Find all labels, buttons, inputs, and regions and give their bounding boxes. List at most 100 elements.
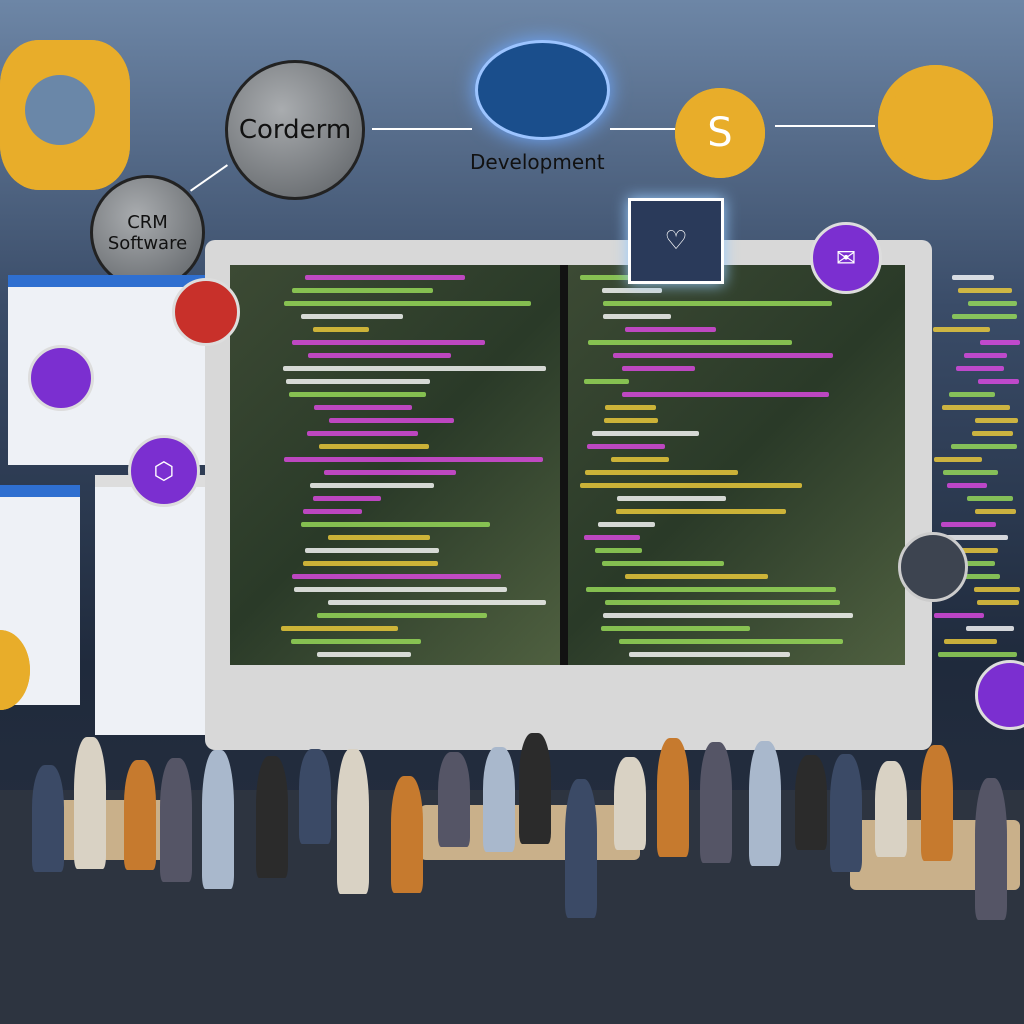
code-line <box>595 548 642 553</box>
code-line <box>615 509 787 514</box>
code-line <box>308 353 452 358</box>
person <box>699 742 732 864</box>
person <box>830 754 862 872</box>
code-line <box>289 392 427 397</box>
code-line <box>584 535 641 540</box>
code-line <box>956 366 1004 371</box>
code-line <box>966 626 1015 631</box>
code-line <box>312 496 381 501</box>
code-line <box>616 496 726 501</box>
heart-window-icon: ♡ <box>628 198 724 284</box>
code-line <box>932 327 991 332</box>
person <box>160 757 193 882</box>
code-line <box>952 275 995 280</box>
monitor-screen <box>230 265 905 665</box>
gear-hole <box>25 75 95 145</box>
code-line <box>307 431 418 436</box>
person <box>256 756 289 878</box>
code-line <box>604 418 659 423</box>
code-line <box>619 639 843 644</box>
crm-bubble: CRM Software <box>90 175 205 290</box>
code-line <box>328 600 546 605</box>
code-line <box>587 340 792 345</box>
code-pane-left <box>230 265 560 665</box>
folder-icon <box>975 660 1024 730</box>
person <box>391 776 424 894</box>
connector <box>190 164 229 192</box>
network-icon <box>172 278 240 346</box>
user-icon <box>475 40 610 140</box>
code-line <box>586 587 837 592</box>
connector <box>775 125 875 127</box>
code-line <box>324 470 457 475</box>
code-line <box>597 522 656 527</box>
person <box>483 747 516 853</box>
person <box>875 760 908 857</box>
s-label: S <box>707 110 733 156</box>
code-line <box>286 379 430 384</box>
code-line <box>283 301 532 306</box>
code-line <box>625 574 769 579</box>
code-line <box>943 639 997 644</box>
code-line <box>316 652 412 657</box>
person <box>299 749 332 845</box>
code-line <box>312 327 369 332</box>
code-line <box>952 314 1017 319</box>
person <box>921 745 954 862</box>
code-line <box>604 600 840 605</box>
person <box>337 748 370 895</box>
code-line <box>591 431 700 436</box>
code-line <box>979 340 1020 345</box>
connector <box>610 128 675 130</box>
lock-icon <box>898 532 968 602</box>
s-gear-icon: S <box>675 88 765 178</box>
person <box>201 749 234 890</box>
code-line <box>302 561 439 566</box>
corderm-bubble: Corderm <box>225 60 365 200</box>
person <box>73 736 106 870</box>
person <box>656 737 689 857</box>
chat-icon <box>28 345 94 411</box>
code-line <box>292 288 434 293</box>
code-line <box>317 613 488 618</box>
code-line <box>282 366 546 371</box>
code-line <box>937 652 1017 657</box>
code-line <box>304 548 440 553</box>
person <box>794 754 827 851</box>
code-line <box>585 470 738 475</box>
person <box>518 732 551 844</box>
code-line <box>291 574 502 579</box>
code-line <box>313 405 412 410</box>
code-pane-right <box>568 265 905 665</box>
code-line <box>290 639 421 644</box>
code-line <box>949 392 996 397</box>
code-line <box>629 652 791 657</box>
code-line <box>946 483 988 488</box>
code-line <box>613 353 833 358</box>
code-line <box>586 444 666 449</box>
code-line <box>942 470 998 475</box>
code-line <box>967 301 1018 306</box>
code-line <box>941 405 1011 410</box>
globe-icon <box>878 65 993 180</box>
code-line <box>604 405 656 410</box>
code-line <box>954 574 1001 579</box>
code-line <box>302 509 363 514</box>
code-line <box>300 522 490 527</box>
code-line <box>300 314 403 319</box>
code-line <box>600 626 750 631</box>
code-line <box>941 522 997 527</box>
code-line <box>603 314 671 319</box>
code-line <box>621 392 829 397</box>
code-line <box>318 444 430 449</box>
code-line <box>310 483 435 488</box>
person <box>748 740 781 866</box>
code-line <box>283 457 543 462</box>
code-line <box>602 288 662 293</box>
code-line <box>584 379 630 384</box>
corderm-label: Corderm <box>238 115 352 145</box>
code-line <box>931 548 998 553</box>
code-line <box>329 418 455 423</box>
person <box>565 778 598 918</box>
code-line <box>936 535 1009 540</box>
